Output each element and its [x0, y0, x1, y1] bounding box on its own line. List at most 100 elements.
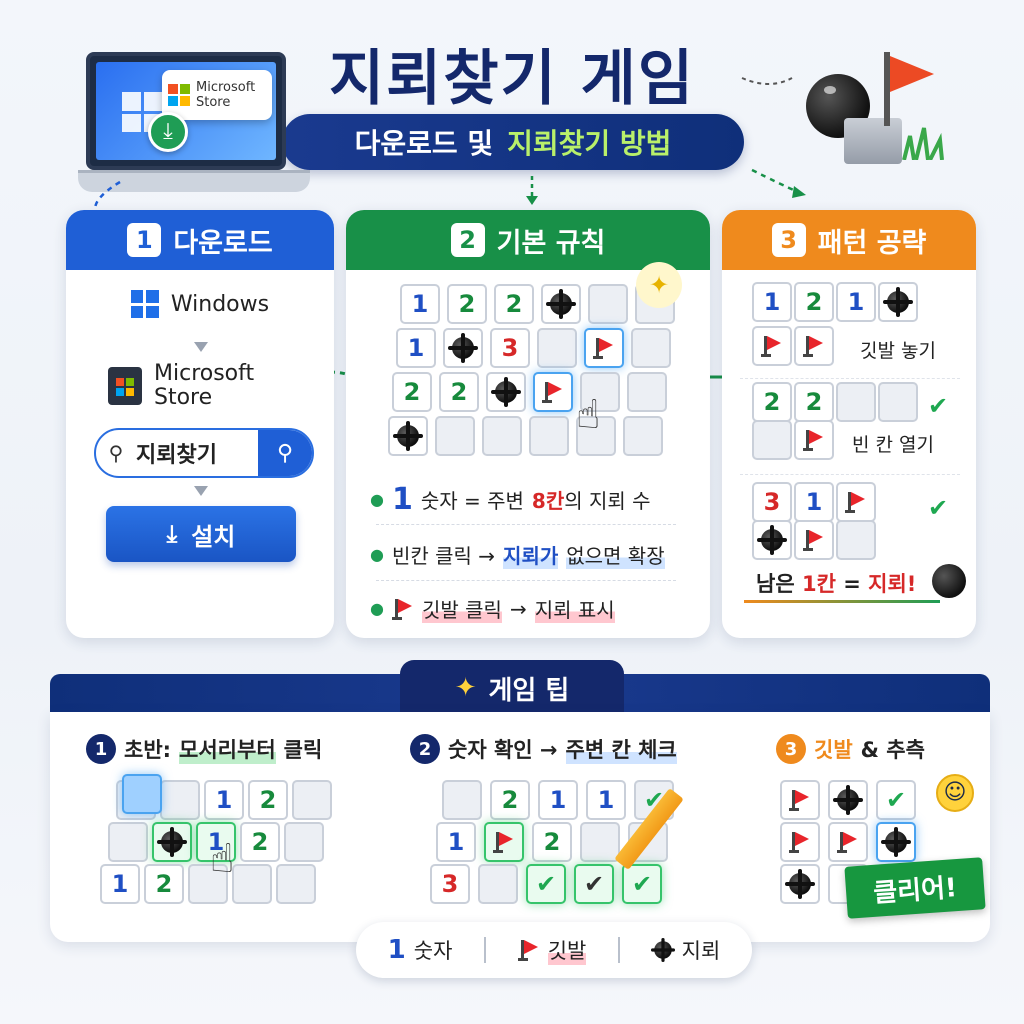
windows-icon: [130, 290, 159, 318]
empty-cell[interactable]: [580, 822, 620, 862]
number-cell[interactable]: 3: [430, 864, 470, 904]
flag-icon: [789, 830, 811, 854]
tip1-heading: 1 초반: 모서리부터 클릭: [86, 734, 322, 764]
rule3-text-b: →: [509, 596, 527, 621]
empty-cell[interactable]: [108, 822, 148, 862]
flag-icon: [803, 334, 825, 358]
empty-cell[interactable]: [478, 864, 518, 904]
flag-cell[interactable]: [780, 822, 820, 862]
mine-cell[interactable]: [752, 520, 792, 560]
bullet-icon: ●: [370, 545, 384, 564]
number-cell[interactable]: 2: [392, 372, 432, 412]
number-cell[interactable]: 2: [240, 822, 280, 862]
laptop-base: [78, 170, 310, 192]
flag-cell[interactable]: [484, 822, 524, 862]
empty-cell[interactable]: [576, 416, 616, 456]
flag-cell[interactable]: [836, 482, 876, 522]
flag-cell[interactable]: [828, 822, 868, 862]
check-cell[interactable]: ✔: [574, 864, 614, 904]
flag-cell[interactable]: [780, 780, 820, 820]
empty-cell[interactable]: [752, 420, 792, 460]
mine-cell[interactable]: [443, 328, 483, 368]
check-cell[interactable]: ✔: [876, 780, 916, 820]
empty-cell[interactable]: [580, 372, 620, 412]
number-cell[interactable]: 2: [794, 282, 834, 322]
number-cell[interactable]: 3: [752, 482, 792, 522]
number-cell[interactable]: 1: [196, 822, 236, 862]
number-cell[interactable]: 2: [439, 372, 479, 412]
empty-cell[interactable]: [232, 864, 272, 904]
number-cell[interactable]: 2: [494, 284, 534, 324]
empty-cell[interactable]: [537, 328, 577, 368]
search-icon: ⚲: [108, 441, 124, 465]
empty-cell[interactable]: [188, 864, 228, 904]
empty-cell[interactable]: [435, 416, 475, 456]
number-cell[interactable]: 2: [447, 284, 487, 324]
empty-cell[interactable]: [160, 780, 200, 820]
empty-cell[interactable]: [529, 416, 569, 456]
store-card-line2: Store: [196, 95, 231, 110]
mine-cell[interactable]: [541, 284, 581, 324]
empty-cell[interactable]: [482, 416, 522, 456]
check-cell[interactable]: ✔: [526, 864, 566, 904]
flag-cell[interactable]: [794, 520, 834, 560]
empty-cell[interactable]: [442, 780, 482, 820]
empty-cell[interactable]: [631, 328, 671, 368]
search-button[interactable]: ⚲: [258, 430, 312, 476]
number-cell[interactable]: 3: [490, 328, 530, 368]
mine-cell[interactable]: [876, 822, 916, 862]
card-rules-title: 기본 규칙: [496, 227, 606, 259]
mine-cell[interactable]: [152, 822, 192, 862]
number-cell[interactable]: 1: [794, 482, 834, 522]
number-cell[interactable]: 2: [532, 822, 572, 862]
install-label: 설치: [191, 522, 236, 551]
mine-icon: [448, 333, 478, 363]
flag-icon: [493, 830, 515, 854]
number-cell[interactable]: 1: [204, 780, 244, 820]
number-cell[interactable]: 1: [100, 864, 140, 904]
flag-cell[interactable]: [752, 326, 792, 366]
empty-cell[interactable]: [623, 416, 663, 456]
store-row: Microsoft Store: [66, 362, 334, 410]
empty-cell[interactable]: [627, 372, 667, 412]
number-cell[interactable]: 2: [248, 780, 288, 820]
empty-cell[interactable]: [276, 864, 316, 904]
card-download: 1 다운로드 Windows Microsoft Store: [66, 210, 334, 638]
empty-cell[interactable]: [836, 382, 876, 422]
corner-cell[interactable]: [122, 774, 162, 814]
flag-cell[interactable]: [794, 326, 834, 366]
number-cell[interactable]: 1: [752, 282, 792, 322]
mine-cell[interactable]: [780, 864, 820, 904]
number-cell[interactable]: 2: [752, 382, 792, 422]
rule-empty-click: ● 빈칸 클릭 → 지뢰가 없으면 확장: [370, 540, 690, 569]
empty-cell[interactable]: [284, 822, 324, 862]
empty-cell[interactable]: [292, 780, 332, 820]
legend-number-label: 숫자: [413, 939, 453, 963]
number-cell[interactable]: 2: [490, 780, 530, 820]
empty-cell[interactable]: [878, 382, 918, 422]
mine-cell[interactable]: [828, 780, 868, 820]
smiley-icon: ☺: [936, 774, 974, 812]
empty-cell[interactable]: [588, 284, 628, 324]
number-cell[interactable]: 2: [794, 382, 834, 422]
legend-flag: 깃발: [517, 935, 587, 965]
number-cell[interactable]: 1: [538, 780, 578, 820]
check-cell[interactable]: ✔: [622, 864, 662, 904]
mine-cell[interactable]: [388, 416, 428, 456]
number-cell[interactable]: 1: [436, 822, 476, 862]
install-button[interactable]: ⤓ 설치: [106, 506, 296, 562]
number-cell[interactable]: 1: [400, 284, 440, 324]
flag-cell[interactable]: [794, 420, 834, 460]
number-cell[interactable]: 1: [396, 328, 436, 368]
empty-cell[interactable]: [836, 520, 876, 560]
number-cell[interactable]: 1: [836, 282, 876, 322]
number-cell[interactable]: 1: [586, 780, 626, 820]
tip3-heading: 3 깃발 & 추측: [776, 734, 925, 764]
card-rules-number: 2: [450, 223, 485, 257]
mine-cell[interactable]: [878, 282, 918, 322]
search-input[interactable]: ⚲ 지뢰찾기 ⚲: [94, 428, 314, 478]
flag-cell[interactable]: [533, 372, 573, 412]
flag-cell[interactable]: [584, 328, 624, 368]
number-cell[interactable]: 2: [144, 864, 184, 904]
mine-cell[interactable]: [486, 372, 526, 412]
